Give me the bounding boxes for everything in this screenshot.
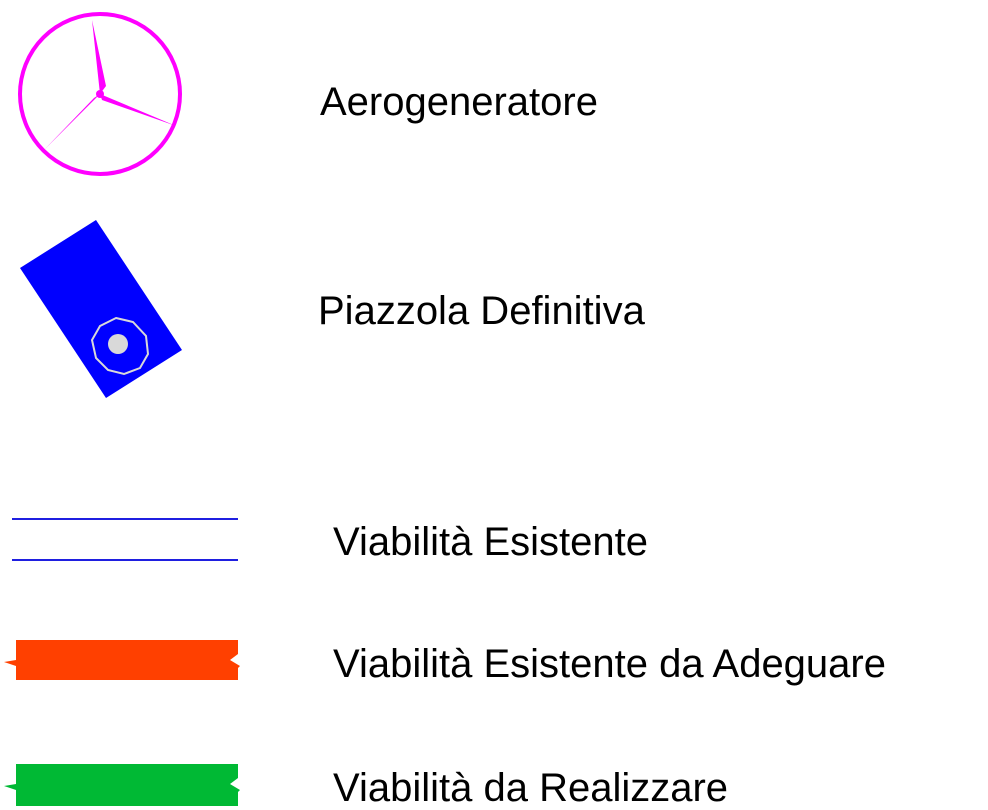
legend-label: Aerogeneratore <box>320 80 598 124</box>
existing-road-double-line <box>12 518 238 561</box>
legend-label: Viabilità Esistente da Adeguare <box>333 642 886 686</box>
legend-label: Viabilità da Realizzare <box>333 766 729 810</box>
wind-turbine-icon <box>18 12 182 176</box>
road-to-build-band <box>4 764 240 806</box>
legend-label: Viabilità Esistente <box>333 520 648 564</box>
road-to-adapt-band <box>4 640 240 680</box>
turbine-pad-icon <box>20 220 182 398</box>
legend-label: Piazzola Definitiva <box>318 289 645 333</box>
